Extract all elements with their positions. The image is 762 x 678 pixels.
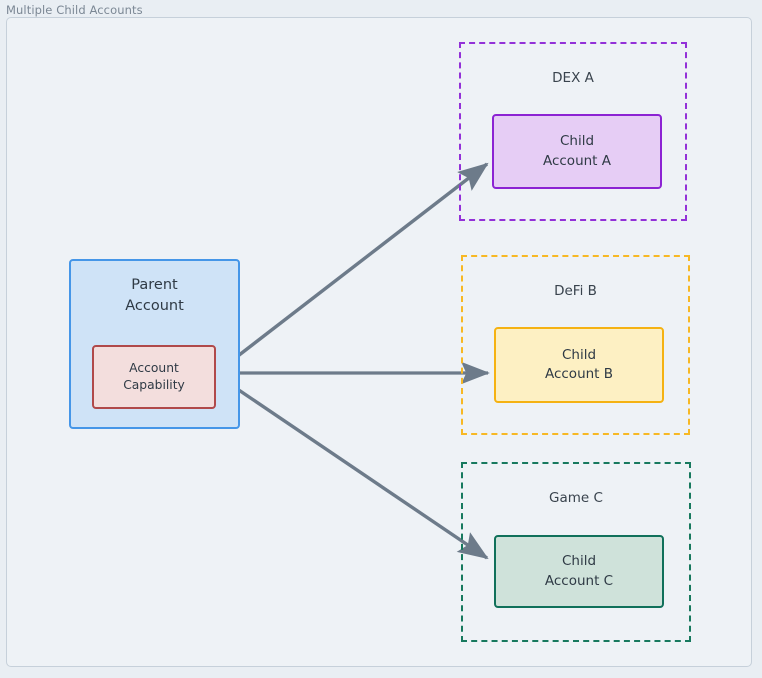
account-capability-node[interactable]: Account Capability [92,345,216,409]
account-capability-label-line-1: Account [129,360,179,375]
group-game-c-label: Game C [549,490,603,506]
diagram-title: Multiple Child Accounts [6,3,143,17]
child-account-a-label-line-2: Account A [542,152,612,169]
child-account-a-label-line-1: Child [559,133,595,150]
group-dex-a: DEX A [459,42,687,221]
account-capability-label-line-2: Capability [123,378,185,392]
child-account-c-label-line-2: Account C [544,572,614,589]
parent-account-label-line-1: Parent [131,277,178,293]
child-account-c-node[interactable]: Child Account C [494,535,664,608]
child-account-b-label-line-1: Child [561,346,597,363]
child-account-c-label-line-1: Child [561,553,597,570]
parent-account-label-line-2: Account [125,297,184,314]
group-game-c: Game C [461,462,691,642]
child-account-a-node[interactable]: Child Account A [492,114,662,189]
group-defi-b: DeFi B [461,255,690,435]
child-account-b-node[interactable]: Child Account B [494,327,664,403]
group-defi-b-label: DeFi B [554,283,597,299]
child-account-b-label-line-2: Account B [544,366,614,382]
group-dex-a-label: DEX A [552,70,594,86]
